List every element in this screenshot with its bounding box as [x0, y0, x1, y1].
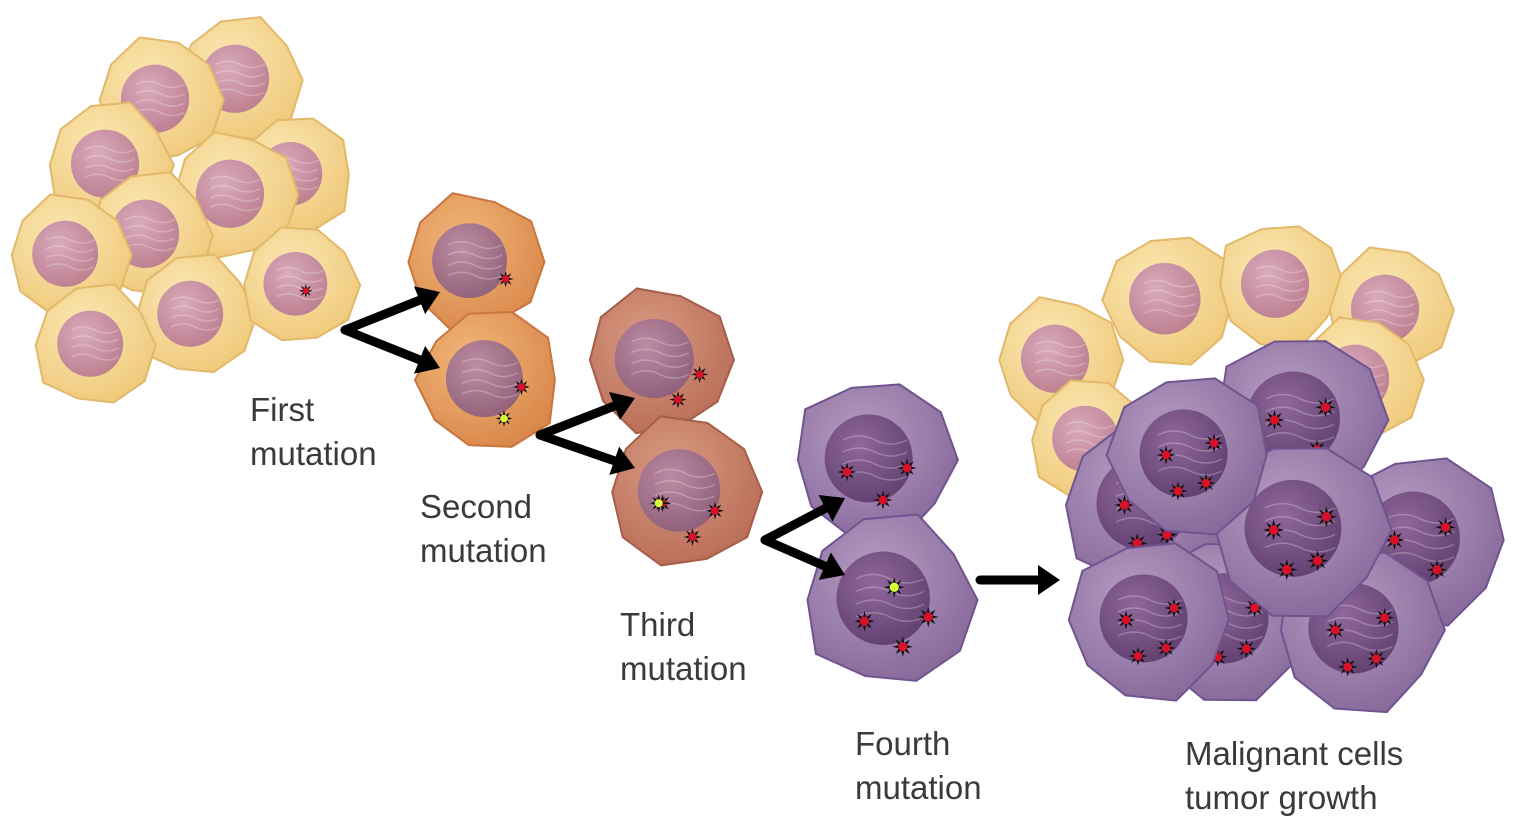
label-third-line2: mutation: [620, 647, 747, 691]
label-second-line1: Second: [420, 485, 547, 529]
second-mutation-cell: [415, 312, 555, 447]
mutation-icon: [1264, 410, 1284, 430]
mutation-icon: [1338, 657, 1358, 677]
cell-nucleus: [263, 252, 327, 316]
cell-nucleus: [825, 414, 913, 502]
mutation-icon: [1435, 517, 1455, 538]
mutation-icon: [1263, 519, 1284, 540]
cell-nucleus: [638, 449, 721, 532]
progression-arrow: [980, 565, 1060, 595]
mutation-icon: [513, 379, 530, 396]
cell-nucleus: [1241, 250, 1309, 318]
division-arrow-second-up: [540, 392, 635, 435]
mutation-icon: [1196, 473, 1215, 492]
mutation-icon: [1276, 559, 1297, 580]
cell-nucleus: [57, 311, 123, 377]
mutation-icon: [1237, 639, 1257, 659]
label-fourth-line1: Fourth: [855, 722, 982, 766]
mutation-icon: [897, 458, 916, 477]
mutation-icon: [1156, 638, 1175, 657]
mutation-icon: [691, 366, 708, 383]
mutation-icon: [918, 607, 939, 627]
normal-cell: [244, 227, 360, 340]
division-arrow-first-down: [345, 330, 440, 374]
mutation-icon: [669, 391, 686, 408]
surrounding-normal-cell: [1220, 226, 1344, 347]
cell-nucleus: [32, 221, 98, 287]
label-first-mutation: First mutation: [250, 388, 377, 476]
mutation-icon: [1168, 481, 1187, 500]
label-malignant-line1: Malignant cells: [1185, 732, 1403, 776]
label-fourth-line2: mutation: [855, 766, 982, 810]
cell-nucleus: [196, 160, 264, 228]
label-first-line2: mutation: [250, 432, 377, 476]
division-arrow-first-up: [345, 286, 440, 330]
division-arrow-third-up: [765, 495, 845, 540]
label-first-line1: First: [250, 388, 377, 432]
mutation-icon: [1427, 560, 1447, 581]
division-arrow-second-down: [540, 435, 635, 475]
mutation-icon: [854, 611, 874, 632]
mutation-icon: [1316, 506, 1337, 527]
mutation-new-icon: [884, 577, 905, 598]
mutation-icon: [684, 528, 702, 546]
mutation-icon: [1307, 550, 1328, 571]
mutation-icon: [837, 462, 856, 481]
mutation-icon: [1367, 649, 1387, 669]
cell-nucleus: [446, 340, 523, 417]
mutation-icon: [1326, 620, 1346, 640]
mutation-icon: [1204, 433, 1223, 452]
label-fourth-mutation: Fourth mutation: [855, 722, 982, 810]
cell-nucleus: [157, 281, 223, 347]
mutation-icon: [1164, 598, 1183, 617]
mutation-icon: [873, 490, 892, 509]
label-third-line1: Third: [620, 603, 747, 647]
cell-nucleus: [1129, 263, 1201, 335]
cell-nucleus: [432, 223, 507, 298]
mutation-new-icon: [496, 410, 513, 427]
third-mutation-cell: [798, 384, 958, 540]
cell-nucleus: [1140, 409, 1228, 497]
label-malignant-line2: tumor growth: [1185, 776, 1403, 820]
mutation-icon: [893, 637, 914, 658]
label-malignant: Malignant cells tumor growth: [1185, 732, 1403, 820]
cell-nucleus: [836, 552, 930, 646]
label-second-line2: mutation: [420, 529, 547, 573]
label-second-mutation: Second mutation: [420, 485, 547, 573]
cell-nucleus: [1245, 480, 1342, 577]
label-third-mutation: Third mutation: [620, 603, 747, 691]
cell-nucleus: [1100, 574, 1188, 662]
fourth-mutation-cell: [808, 514, 978, 681]
cell-nucleus: [615, 319, 694, 398]
mutation-icon: [1128, 646, 1147, 665]
mutation-icon: [497, 271, 513, 287]
third-mutation-cell: [612, 416, 762, 565]
mutation-icon: [1375, 608, 1395, 628]
surrounding-normal-cell: [1102, 238, 1232, 365]
mutation-icon: [1116, 610, 1135, 629]
mutation-icon: [1156, 445, 1175, 464]
first-mutation-cell: [408, 193, 544, 331]
